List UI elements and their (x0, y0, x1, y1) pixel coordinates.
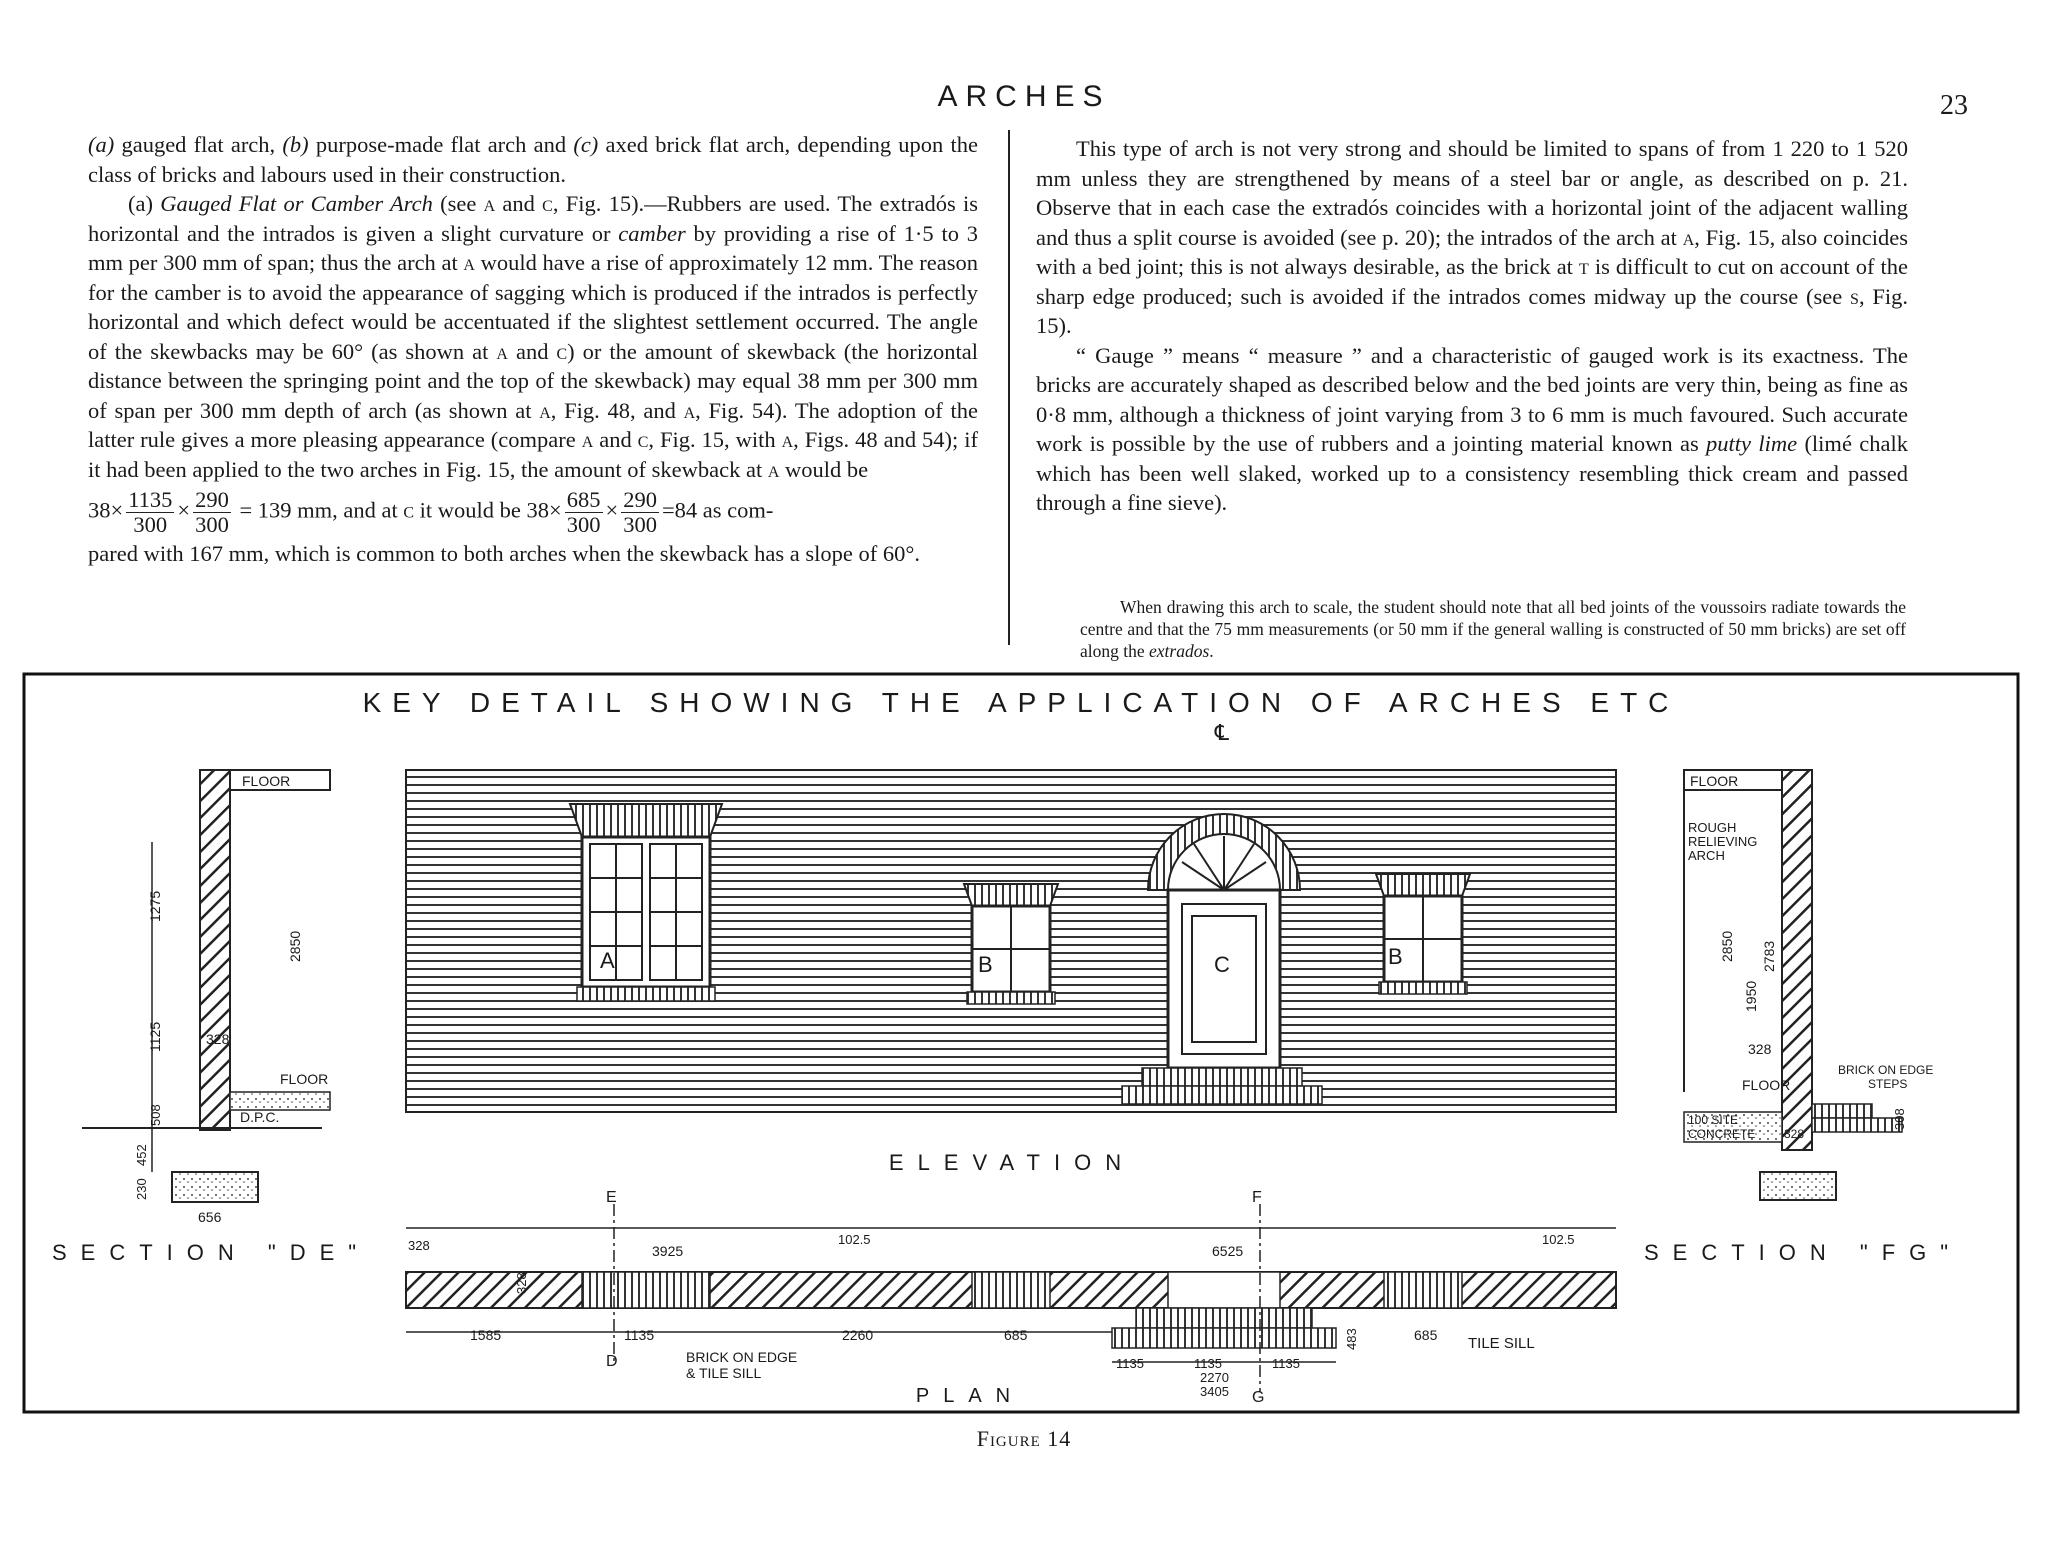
svg-text:TILE SILL: TILE SILL (1468, 1335, 1535, 1352)
window-a-label: A (600, 948, 615, 973)
svg-text:1135: 1135 (1116, 1356, 1144, 1371)
svg-text:2850: 2850 (1719, 931, 1735, 962)
window-b-left-label: B (978, 952, 993, 977)
svg-text:2783: 2783 (1761, 941, 1777, 972)
svg-text:RELIEVING: RELIEVING (1688, 834, 1757, 849)
svg-text:1135: 1135 (1272, 1356, 1300, 1371)
svg-text:E: E (606, 1189, 617, 1206)
column-divider (1008, 130, 1010, 645)
figure-14: KEY DETAIL SHOWING THE APPLICATION OF AR… (22, 672, 2020, 1414)
running-head: ARCHES (937, 80, 1111, 113)
svg-text:328: 328 (514, 1272, 529, 1294)
section-fg-label: SECTION "FG" (1644, 1240, 1962, 1265)
svg-text:FLOOR: FLOOR (1690, 773, 1738, 789)
svg-text:328: 328 (408, 1238, 430, 1253)
svg-text:BRICK ON EDGE: BRICK ON EDGE (686, 1349, 797, 1365)
plan-drawing: 328 328 3925 102.5 6525 102.5 1585 1135 … (405, 1189, 1617, 1407)
door-c-label: C (1214, 952, 1230, 977)
svg-text:328: 328 (206, 1031, 230, 1047)
svg-text:CONCRETE: CONCRETE (1688, 1127, 1755, 1141)
left-paragraph-3: pared with 167 mm, which is common to bo… (88, 541, 920, 566)
drawing-note: When drawing this arch to scale, the stu… (1080, 597, 1906, 661)
window-a: A (568, 803, 724, 1002)
elevation-drawing: A B C B ELEVATIO (405, 769, 1617, 1175)
svg-text:1135: 1135 (624, 1327, 654, 1343)
svg-text:6525: 6525 (1212, 1243, 1243, 1259)
left-column: (a) gauged flat arch, (b) purpose-made f… (88, 130, 978, 569)
right-paragraph-1: This type of arch is not very strong and… (1036, 136, 1909, 338)
centre-line-mark: ℄ (1214, 720, 1230, 745)
section-fg: FLOOR ROUGH RELIEVING ARCH 2850 2783 195… (1644, 769, 1962, 1265)
svg-text:FLOOR: FLOOR (1742, 1077, 1790, 1093)
svg-text:100 SITE: 100 SITE (1688, 1113, 1738, 1127)
svg-text:ROUGH: ROUGH (1688, 820, 1736, 835)
svg-text:328: 328 (1784, 1127, 1804, 1141)
svg-text:1135: 1135 (1194, 1356, 1222, 1371)
svg-text:1125: 1125 (147, 1022, 163, 1052)
svg-text:102.5: 102.5 (838, 1232, 871, 1247)
right-paragraph-2: “ Gauge ” means “ measure ” and a charac… (1036, 342, 1908, 516)
figure-frame (22, 672, 2020, 1414)
window-b-right: B (1374, 873, 1472, 995)
figure-title: KEY DETAIL SHOWING THE APPLICATION OF AR… (363, 687, 1680, 718)
section-de: FLOOR FLOOR D.P.C. 1275 2850 1125 328 50… (52, 769, 370, 1265)
svg-text:F: F (1252, 1189, 1262, 1206)
svg-text:452: 452 (134, 1144, 149, 1166)
plan-label: PLAN (916, 1385, 1024, 1407)
svg-text:656: 656 (198, 1209, 222, 1225)
right-column: This type of arch is not very strong and… (1036, 134, 1908, 518)
figure-caption: Figure 14 (976, 1426, 1072, 1451)
svg-text:102.5: 102.5 (1542, 1232, 1575, 1247)
svg-text:D.P.C.: D.P.C. (240, 1109, 279, 1125)
svg-text:& TILE SILL: & TILE SILL (686, 1365, 761, 1381)
svg-text:2850: 2850 (287, 931, 303, 962)
svg-text:2260: 2260 (842, 1327, 873, 1343)
svg-text:1275: 1275 (147, 891, 163, 922)
svg-text:G: G (1252, 1389, 1264, 1406)
svg-text:BRICK ON EDGE: BRICK ON EDGE (1838, 1063, 1933, 1077)
svg-text:FLOOR: FLOOR (280, 1071, 328, 1087)
svg-text:685: 685 (1004, 1327, 1028, 1343)
left-paragraph-2: (a) Gauged Flat or Camber Arch (see a an… (88, 191, 979, 482)
section-de-label: SECTION "DE" (52, 1240, 370, 1265)
window-b-left: B (962, 883, 1060, 1005)
svg-text:D: D (606, 1353, 618, 1370)
window-b-right-label: B (1388, 944, 1403, 969)
svg-text:3925: 3925 (652, 1243, 683, 1259)
svg-text:685: 685 (1414, 1327, 1438, 1343)
svg-text:230: 230 (134, 1178, 149, 1200)
left-paragraph-1: (a) gauged flat arch, (b) purpose-made f… (88, 132, 979, 187)
svg-text:308: 308 (1892, 1108, 1907, 1130)
svg-text:2270: 2270 (1200, 1370, 1229, 1385)
page-number: 23 (1940, 90, 1968, 121)
door-c: C (1121, 813, 1323, 1105)
svg-text:1950: 1950 (1743, 981, 1759, 1012)
svg-text:ARCH: ARCH (1688, 848, 1725, 863)
svg-text:FLOOR: FLOOR (242, 773, 290, 789)
svg-text:508: 508 (148, 1104, 163, 1126)
svg-text:483: 483 (1344, 1328, 1359, 1350)
svg-text:1585: 1585 (470, 1327, 501, 1343)
svg-text:328: 328 (1748, 1041, 1772, 1057)
elevation-label: ELEVATION (889, 1150, 1135, 1175)
svg-text:STEPS: STEPS (1868, 1077, 1907, 1091)
svg-text:3405: 3405 (1200, 1384, 1229, 1399)
